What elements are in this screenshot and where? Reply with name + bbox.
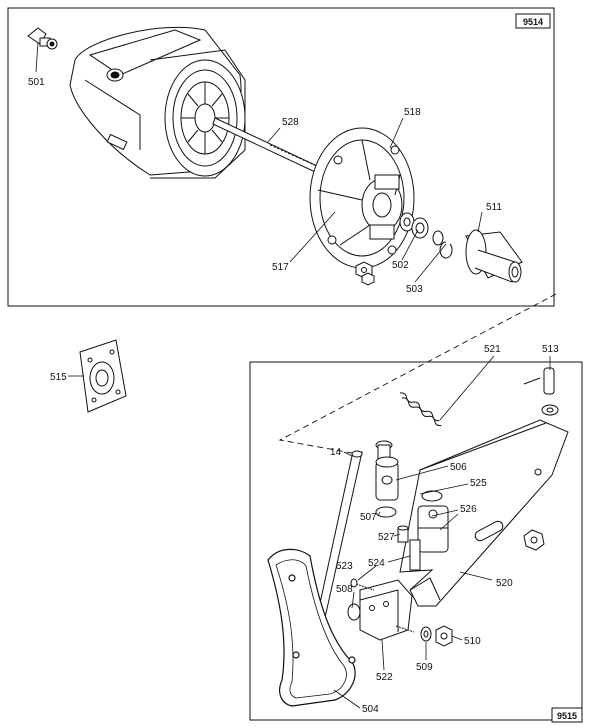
part-label-515: 515 [50,372,67,383]
sleeve-part [465,229,523,283]
top-panel-frame [7,7,555,307]
mounting-block-part [347,579,413,641]
part-label-506: 506 [450,462,467,473]
pedal-lever-arm-part [399,419,569,607]
part-label-14: 14 [330,447,342,458]
elbow-fitting-part [27,27,58,50]
bolt-527-part [397,525,409,543]
bottom-leader-lines [333,355,551,709]
part-label-504: 504 [362,704,379,715]
part-label-520: 520 [496,578,513,589]
top-panel-code: 9514 [523,17,543,27]
part-label-518: 518 [404,107,421,118]
assembly-connector-dashed-line [278,293,557,454]
part-label-521: 521 [484,344,501,355]
screw-523-part [350,578,375,591]
servo-cylinder-part [69,26,246,179]
part-label-508: 508 [336,584,353,595]
part-label-509: 509 [416,662,433,673]
pedal-pad-part [267,548,356,707]
lever-nut-part [523,529,545,551]
part-label-522: 522 [376,672,393,683]
part-label-507: 507 [360,512,377,523]
clevis-fork-part [409,490,449,571]
part-label-510: 510 [464,636,481,647]
part-label-502: 502 [392,260,409,271]
part-label-511: 511 [486,202,502,213]
part-label-523: 523 [336,561,353,572]
bottom-panel-tag-box [551,707,583,723]
part-label-526: 526 [460,504,477,515]
seal-ring-parts [399,212,453,259]
clevis-pin-part [523,367,559,416]
flange-housing-part [309,127,415,269]
part-label-501: 501 [28,77,45,88]
bolt-washer-nut-parts [395,625,453,647]
part-label-524: 524 [368,558,385,569]
trunnion-block-part [375,440,399,518]
top-panel-tag-box [515,13,551,29]
top-leader-lines [35,41,483,283]
part-label-528: 528 [282,117,299,128]
part-label-525: 525 [470,478,487,489]
nut-parts [355,261,375,286]
part-label-503: 503 [406,284,423,295]
gasket-kit-part [79,339,127,413]
bottom-panel-code: 9515 [557,711,577,721]
part-label-527: 527 [378,532,395,543]
bottom-panel-frame [249,361,583,721]
part-label-513: 513 [542,344,559,355]
return-spring-part [399,392,442,427]
part-label-517: 517 [272,262,289,273]
